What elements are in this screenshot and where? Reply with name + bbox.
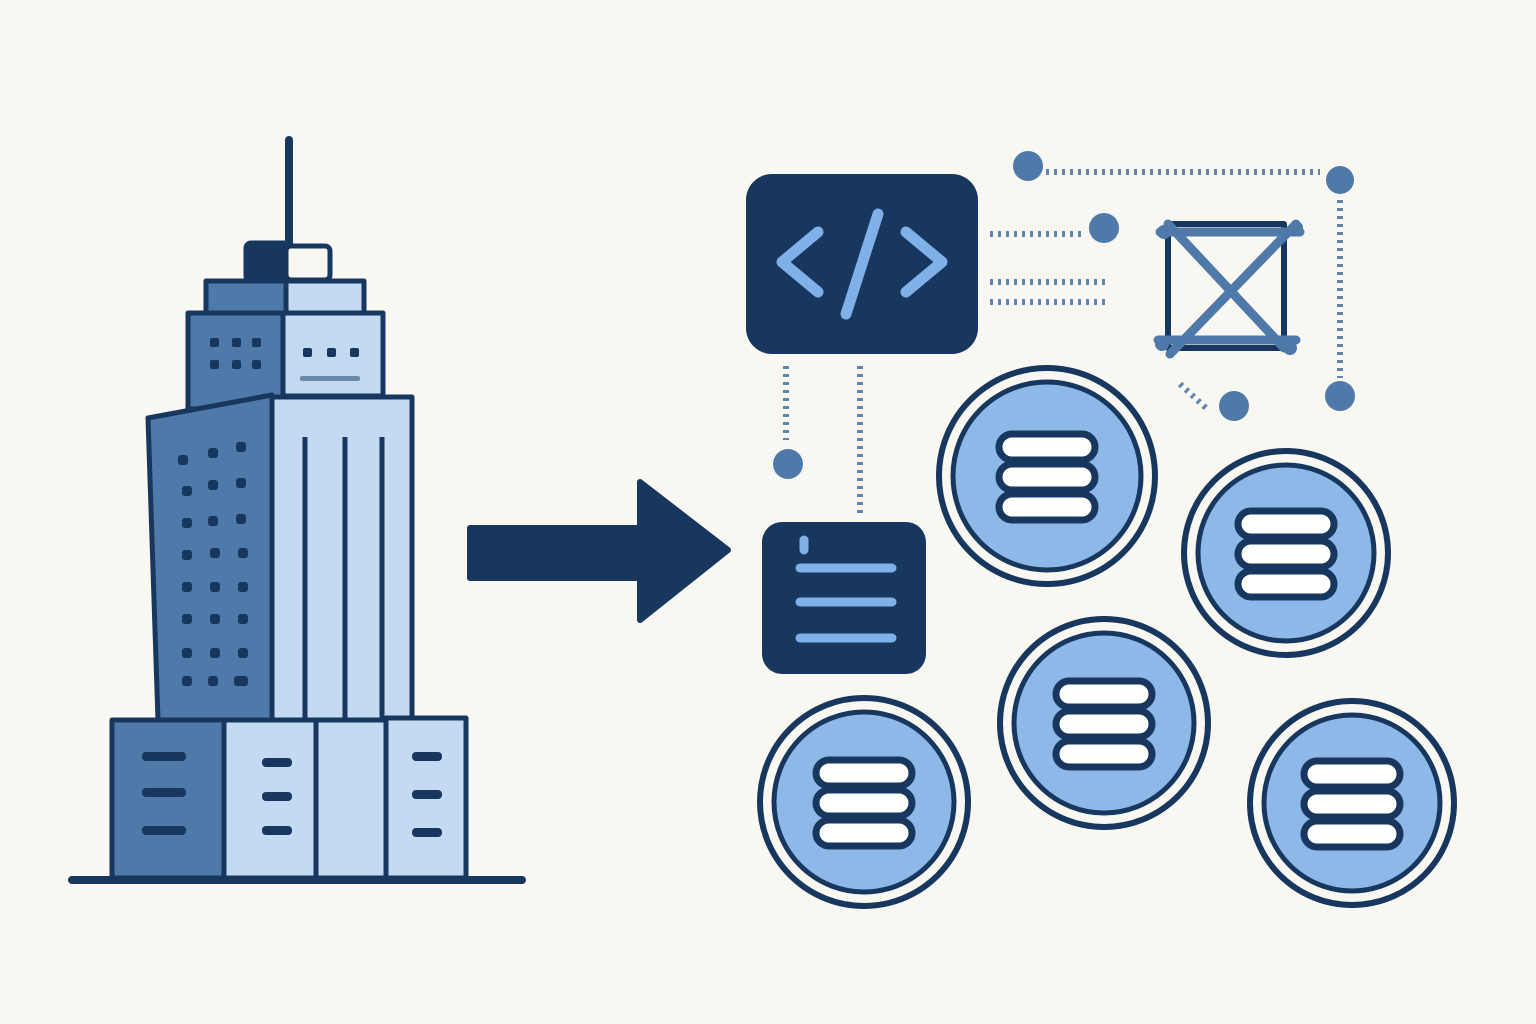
building-upper-right-windows xyxy=(300,348,360,381)
database-icon xyxy=(1181,448,1391,658)
building-cap-right xyxy=(283,243,333,283)
building-upper-left-windows xyxy=(210,338,261,369)
node-list xyxy=(773,449,803,479)
building-top-right xyxy=(283,278,367,316)
building-base-middle xyxy=(221,717,319,881)
list-icon xyxy=(795,535,897,643)
dotted-connectors xyxy=(783,169,1343,518)
database-icon xyxy=(936,365,1158,587)
connector-diag xyxy=(1177,381,1209,411)
node-code xyxy=(1089,213,1119,243)
connector-nodes xyxy=(773,151,1355,479)
building-base-windows xyxy=(142,752,442,837)
building-top-left xyxy=(203,278,289,316)
building-base-right-inner xyxy=(313,717,389,881)
arrow-right-icon xyxy=(467,479,731,623)
database-icon xyxy=(1247,698,1457,908)
building-main-right xyxy=(269,394,415,723)
list-tile xyxy=(762,522,926,674)
code-tile xyxy=(746,174,978,354)
crossed-box-network-icon xyxy=(1153,219,1305,359)
building-stripes xyxy=(302,437,385,720)
database-icon xyxy=(757,695,971,909)
database-icon xyxy=(997,616,1211,830)
building-base-left xyxy=(109,717,227,881)
databases xyxy=(757,365,1457,909)
building-cap xyxy=(243,240,293,284)
code-brackets-icon xyxy=(776,208,948,320)
node-top-right xyxy=(1326,166,1354,194)
node-network xyxy=(1219,391,1249,421)
building-icon xyxy=(68,136,526,884)
node-bottom-right xyxy=(1325,381,1355,411)
node-top-left xyxy=(1013,151,1043,181)
building-main-left-windows xyxy=(178,442,248,686)
